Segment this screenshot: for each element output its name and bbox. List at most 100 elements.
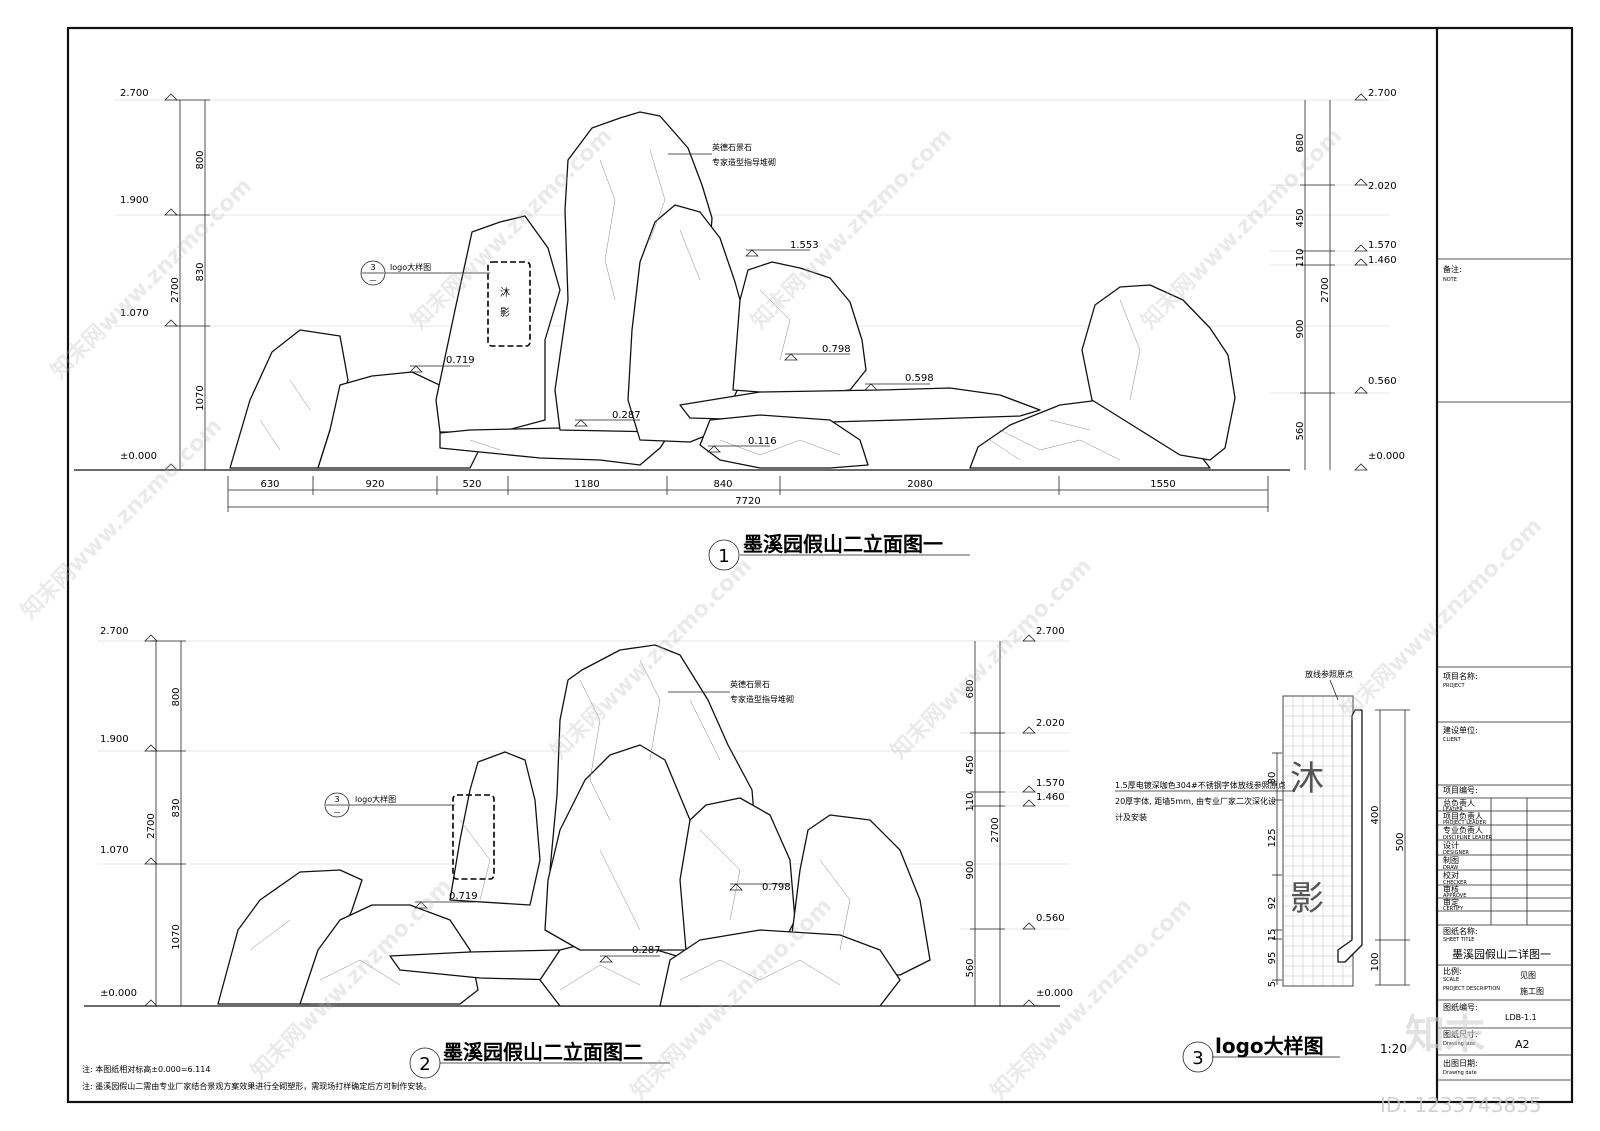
svg-text:2700: 2700	[170, 277, 181, 302]
svg-text:备注:: 备注:	[1443, 264, 1462, 274]
svg-text:logo大样图: logo大样图	[390, 262, 431, 272]
svg-text:—: —	[370, 276, 377, 284]
callout-logo-detail-2: 3 — logo大样图	[324, 792, 455, 818]
svg-text:图纸编号:: 图纸编号:	[1443, 1002, 1478, 1012]
svg-text:0.287: 0.287	[632, 945, 661, 956]
svg-text:—: —	[334, 808, 341, 816]
logo-dashed-box-2	[452, 794, 495, 880]
svg-text:±0.000: ±0.000	[1368, 451, 1405, 462]
svg-text:0.560: 0.560	[1368, 376, 1397, 387]
svg-text:项目负责人: 项目负责人	[1443, 811, 1483, 821]
svg-text:注: 本图纸相对标高±0.000=6.114: 注: 本图纸相对标高±0.000=6.114	[82, 1064, 210, 1074]
logo-dims-left-lines	[1272, 752, 1282, 985]
svg-text:计及安装: 计及安装	[1115, 812, 1147, 822]
logo-detail-view: 放线参照原点 沐 影 80 125 92 15 95 5	[1115, 669, 1410, 1073]
svg-text:5: 5	[1267, 981, 1278, 987]
watermark-text: 知末网www.znzmo.com	[1336, 513, 1547, 724]
svg-text:630: 630	[260, 479, 279, 490]
logo-mini-2: 影	[500, 307, 510, 319]
svg-text:DRAW: DRAW	[1443, 865, 1458, 871]
svg-text:CERTIFY: CERTIFY	[1443, 906, 1464, 912]
watermark-text: 知末网www.znzmo.com	[1136, 123, 1347, 334]
stone-note-1: 英德石景石 专家造型指导堆砌	[668, 142, 776, 167]
svg-text:建设单位:: 建设单位:	[1443, 725, 1478, 735]
watermark-id: ID: 1233743835	[1380, 1093, 1542, 1117]
logo-grid	[1282, 695, 1354, 987]
spot-levels-1: 1.553 0.719 0.798 0.598 0.287 0.116	[409, 240, 934, 453]
svg-text:2.700: 2.700	[120, 88, 149, 99]
watermark-text: 知末网www.znzmo.com	[886, 553, 1097, 764]
level-markers-left: 2.700 1.900 1.070 ±0.000	[120, 88, 178, 471]
level-markers-left-2: 2.700 1.900 1.070 ±0.000	[100, 626, 158, 1007]
svg-text:Drawing size: Drawing size	[1443, 1041, 1475, 1047]
svg-text:总负责人: 总负责人	[1443, 798, 1475, 808]
svg-text:英德石景石: 英德石景石	[730, 679, 770, 689]
dims-right-view2: 680 450 110 2700 900 560	[965, 679, 1001, 977]
svg-text:800: 800	[171, 687, 182, 706]
svg-text:图纸尺寸:: 图纸尺寸:	[1443, 1029, 1478, 1039]
rockery-elevation-2	[217, 644, 931, 1007]
svg-text:项目编号:: 项目编号:	[1443, 785, 1478, 795]
svg-text:0.719: 0.719	[446, 355, 475, 366]
svg-text:NOTE: NOTE	[1443, 277, 1457, 283]
svg-text:0.598: 0.598	[905, 373, 934, 384]
view-title-1: 1 墨溪园假山二立面图一	[708, 532, 970, 571]
right-dimension-lines-2	[970, 641, 1005, 1006]
svg-text:LEADER: LEADER	[1443, 807, 1463, 813]
svg-text:3: 3	[370, 263, 375, 272]
svg-text:1550: 1550	[1150, 479, 1175, 490]
svg-text:logo大样图: logo大样图	[1215, 1034, 1324, 1058]
dims-bottom-view1: 630 920 520 1180 840 2080 1550 7720	[260, 479, 1175, 507]
logo-spec-note: 1.5厚电镀深咖色304#不锈钢字体放线参照原点 20厚字体, 距墙5mm, 由…	[1115, 780, 1295, 822]
svg-text:2.020: 2.020	[1036, 718, 1065, 729]
svg-text:1.070: 1.070	[100, 845, 129, 856]
left-dimension-lines	[175, 99, 210, 471]
svg-text:3: 3	[334, 795, 339, 804]
svg-text:1.5厚电镀深咖色304#不锈钢字体放线参照原点: 1.5厚电镀深咖色304#不锈钢字体放线参照原点	[1115, 780, 1286, 790]
watermark-text: 知末网www.znzmo.com	[986, 893, 1197, 1104]
drawing-notes: 注: 本图纸相对标高±0.000=6.114 注: 墨溪园假山二需由专业厂家结合…	[82, 1064, 431, 1091]
svg-text:1.460: 1.460	[1368, 255, 1397, 266]
watermark-text: 知末网www.znzmo.com	[16, 413, 227, 624]
svg-text:1180: 1180	[574, 479, 599, 490]
sheet-title: 墨溪园假山二详图一	[1452, 947, 1551, 961]
svg-text:±0.000: ±0.000	[100, 988, 137, 999]
svg-text:专业负责人: 专业负责人	[1443, 825, 1483, 835]
svg-text:A2: A2	[1515, 1038, 1530, 1051]
svg-text:审定: 审定	[1443, 897, 1459, 907]
svg-text:SHEET TITLE: SHEET TITLE	[1443, 937, 1474, 943]
svg-text:制图: 制图	[1443, 855, 1459, 865]
dims-left-view1: 800 830 2700 1070	[170, 150, 206, 410]
elevation-view-2: 2.700 1.900 1.070 ±0.000 2.700 2.020 1.5…	[82, 626, 1073, 1091]
svg-text:施工图: 施工图	[1520, 986, 1544, 996]
svg-text:2700: 2700	[1320, 277, 1331, 302]
svg-text:0.560: 0.560	[1036, 913, 1065, 924]
svg-text:1.553: 1.553	[790, 240, 819, 251]
svg-text:2700: 2700	[990, 817, 1001, 842]
svg-text:800: 800	[195, 150, 206, 169]
svg-text:920: 920	[365, 479, 384, 490]
svg-text:680: 680	[965, 679, 976, 698]
svg-text:1.570: 1.570	[1036, 778, 1065, 789]
svg-text:400: 400	[1370, 805, 1381, 824]
svg-text:15: 15	[1267, 929, 1278, 942]
svg-text:2.020: 2.020	[1368, 181, 1397, 192]
spot-levels-2: 0.719 0.798 0.287	[414, 882, 791, 963]
svg-text:墨溪园假山二立面图二: 墨溪园假山二立面图二	[443, 1040, 643, 1064]
svg-text:APPROVE: APPROVE	[1443, 893, 1466, 899]
logo-char-2: 影	[1290, 879, 1324, 919]
svg-text:1.900: 1.900	[100, 734, 129, 745]
svg-text:1.070: 1.070	[120, 308, 149, 319]
svg-text:1:20: 1:20	[1380, 1042, 1407, 1056]
svg-text:450: 450	[1295, 208, 1306, 227]
view-title-3: 3 logo大样图 1:20	[1182, 1034, 1407, 1073]
svg-text:1: 1	[718, 546, 729, 567]
logo-dashed-box-1	[487, 261, 531, 347]
svg-text:英德石景石: 英德石景石	[712, 142, 752, 152]
logo-dims-right: 400 500 100	[1370, 805, 1406, 971]
svg-text:1070: 1070	[195, 385, 206, 410]
svg-text:0.287: 0.287	[612, 410, 641, 421]
svg-text:92: 92	[1267, 897, 1278, 910]
svg-text:900: 900	[965, 860, 976, 879]
svg-text:CHECKER: CHECKER	[1443, 880, 1467, 886]
